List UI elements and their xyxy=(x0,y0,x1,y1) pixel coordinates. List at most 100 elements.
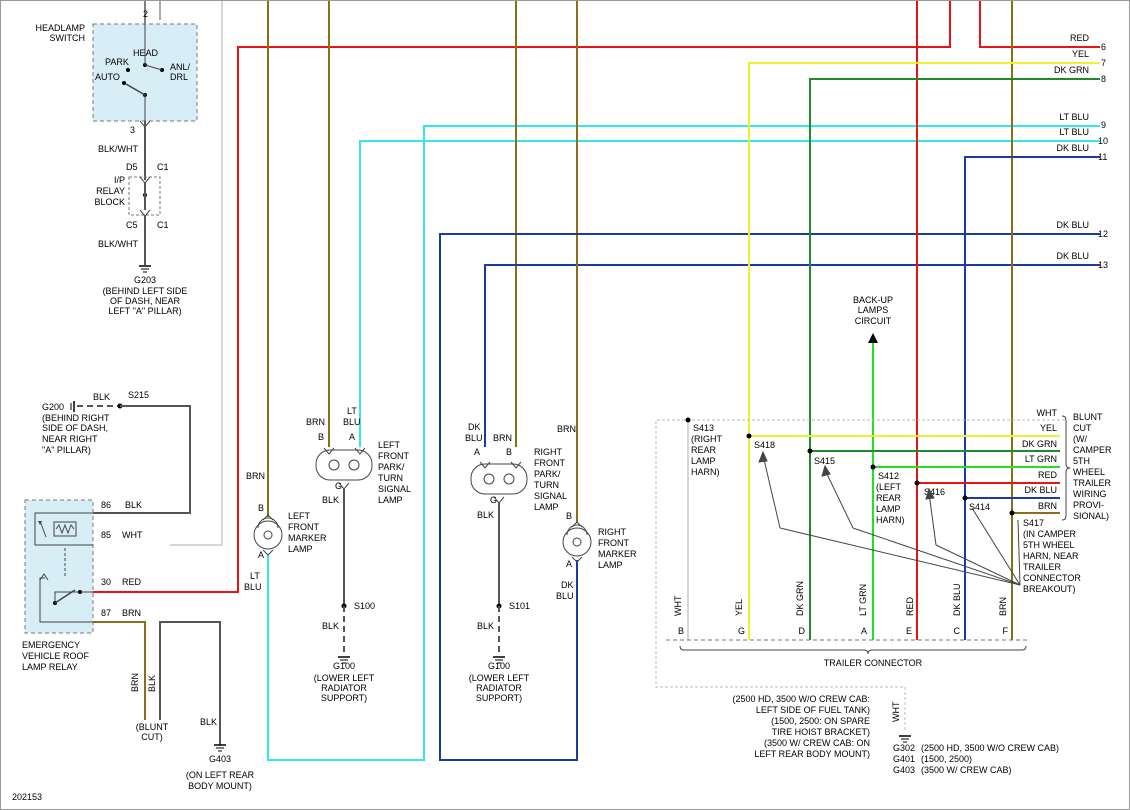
pin-3-label: 3 xyxy=(130,125,135,135)
s413-label-2: (RIGHT xyxy=(691,434,722,444)
backup-lamps-circuit: BACK-UP LAMPS CIRCUIT xyxy=(853,295,893,326)
g200-location-4: "A" PILLAR) xyxy=(42,445,91,455)
s417-label-4: HARN, NEAR xyxy=(1023,551,1079,561)
g100-location-3: SUPPORT) xyxy=(476,693,522,703)
g403-label: G403 xyxy=(893,765,915,775)
s417-label: S417 xyxy=(1023,518,1044,528)
s101-label: S101 xyxy=(509,601,530,611)
c1-label: C1 xyxy=(157,162,169,172)
g403-location-2: BODY MOUNT) xyxy=(188,781,252,791)
ground-note-2: LEFT SIDE OF FUEL TANK) xyxy=(756,705,870,715)
yel-label: YEL xyxy=(734,599,744,616)
ltgrn-label: LT GRN xyxy=(858,584,868,616)
lamp-name-6: LAMP xyxy=(534,502,559,512)
lamp-name-2: FRONT xyxy=(598,538,629,548)
brn-wire-87: BRN xyxy=(122,608,141,618)
s417-label-7: BREAKOUT) xyxy=(1023,584,1076,594)
right-front-marker-lamp: BRN B A RIGHT FRONT MARKER LAMP DK BLU xyxy=(556,424,637,601)
brn-wire xyxy=(93,621,146,720)
yel-wire-7 xyxy=(748,62,1100,640)
pin-g: G xyxy=(335,481,342,491)
g100-location-2: RADIATOR xyxy=(321,683,367,693)
pin-b: B xyxy=(318,432,324,442)
s417-label-3: 5TH WHEEL xyxy=(1023,540,1075,550)
emergency-lamp-relay: 86 BLK 85 WHT 30 RED 87 BRN EMERGENCY VE… xyxy=(22,499,143,672)
pin-d: D xyxy=(799,626,806,636)
red-wire xyxy=(93,0,951,593)
blunt-cut-note-7: TRAILER xyxy=(1073,478,1112,488)
wire-label: DK BLU xyxy=(1056,143,1089,153)
blunt-cut-note-5: 5TH xyxy=(1073,456,1090,466)
anl-position: ANL/ xyxy=(170,62,191,72)
g401-label: G401 xyxy=(893,754,915,764)
switch-title: SWITCH xyxy=(50,33,86,43)
relay-label: RELAY xyxy=(96,186,125,196)
blunt-cut-label-2: CUT) xyxy=(141,732,163,742)
lamp-name: LEFT xyxy=(378,440,401,450)
wire-label: DK GRN xyxy=(1054,65,1089,75)
pin-b: B xyxy=(258,503,264,513)
wire-number: 9 xyxy=(1101,120,1106,130)
s412-label-3: REAR xyxy=(876,493,902,503)
g100-label: G100 xyxy=(488,661,510,671)
pin-e: E xyxy=(906,626,912,636)
ground-icon xyxy=(139,265,151,273)
lamp-name: RIGHT xyxy=(534,447,563,457)
g200-location-3: NEAR RIGHT xyxy=(42,434,98,444)
wht-wire xyxy=(170,0,223,546)
dkblu-label: DK xyxy=(468,422,481,432)
blk-label: BLK xyxy=(147,675,157,692)
c1-label-2: C1 xyxy=(157,220,169,230)
pin-b: B xyxy=(678,626,684,636)
figure-id: 202153 xyxy=(12,792,42,802)
g401-desc: (1500, 2500) xyxy=(921,754,972,764)
blunt-cut-note-3: (W/ xyxy=(1073,434,1087,444)
red-label: RED xyxy=(905,596,915,616)
ground-note-5: (3500 W/ CREW CAB: ON xyxy=(764,738,870,748)
backup-label-2: LAMPS xyxy=(858,305,889,315)
lamp-name-4: LAMP xyxy=(288,544,313,554)
wire-label: LT BLU xyxy=(1059,112,1089,122)
s412-label-4: LAMP xyxy=(876,504,901,514)
red-wire-30: RED xyxy=(122,577,142,587)
wire-number: 10 xyxy=(1098,136,1108,146)
s413-label-5: HARN) xyxy=(691,467,720,477)
blk-label-2: BLK xyxy=(322,621,339,631)
ltblu-wire-9 xyxy=(267,125,1100,761)
ltblu-label-2: BLU xyxy=(343,417,361,427)
blk-wire-label: BLK xyxy=(93,392,110,402)
wire-number: 12 xyxy=(1098,229,1108,239)
blunt-cut-note-9: PROVI- xyxy=(1073,500,1104,510)
pin-g: G xyxy=(738,626,745,636)
dkblu-label: DK xyxy=(561,580,574,590)
trailer-harness-outline xyxy=(655,419,1065,730)
dkblu-label: DK BLU xyxy=(952,583,962,616)
s415-label: S415 xyxy=(814,456,835,466)
ltblu-label: LT xyxy=(250,571,260,581)
pin-a: A xyxy=(861,626,867,636)
backup-label-3: CIRCUIT xyxy=(855,316,892,326)
brn-label: BRN xyxy=(306,417,325,427)
brn-label: BRN xyxy=(130,673,140,692)
pin-b: B xyxy=(566,511,572,521)
pin-2-label: 2 xyxy=(143,9,148,19)
wire-label: RED xyxy=(1070,33,1090,43)
red-wire-6 xyxy=(979,0,1100,48)
lamp-name-2: FRONT xyxy=(378,451,409,461)
arrow-up-icon xyxy=(868,333,878,343)
ip-label: I/P xyxy=(114,175,125,185)
blunt-cut-note-8: WIRING xyxy=(1073,489,1107,499)
s412-label-2: (LEFT xyxy=(876,482,902,492)
lamp-name-4: LAMP xyxy=(598,560,623,570)
red-label: RED xyxy=(1038,470,1058,480)
s416-label: S416 xyxy=(924,487,945,497)
pin-f: F xyxy=(1003,626,1009,636)
brn-label: BRN xyxy=(493,433,512,443)
g200-location: (BEHIND RIGHT xyxy=(42,413,110,423)
blk-label-2: BLK xyxy=(200,717,217,727)
trailer-connector-title: TRAILER CONNECTOR xyxy=(824,658,923,668)
blunt-cut-label: (BLUNT xyxy=(136,722,169,732)
right-front-park-turn-lamp: DK BLU BRN A B G RIGHT FRONT PARK/ TURN … xyxy=(465,422,567,703)
pin-g: G xyxy=(490,495,497,505)
lamp-name-3: PARK/ xyxy=(534,469,561,479)
